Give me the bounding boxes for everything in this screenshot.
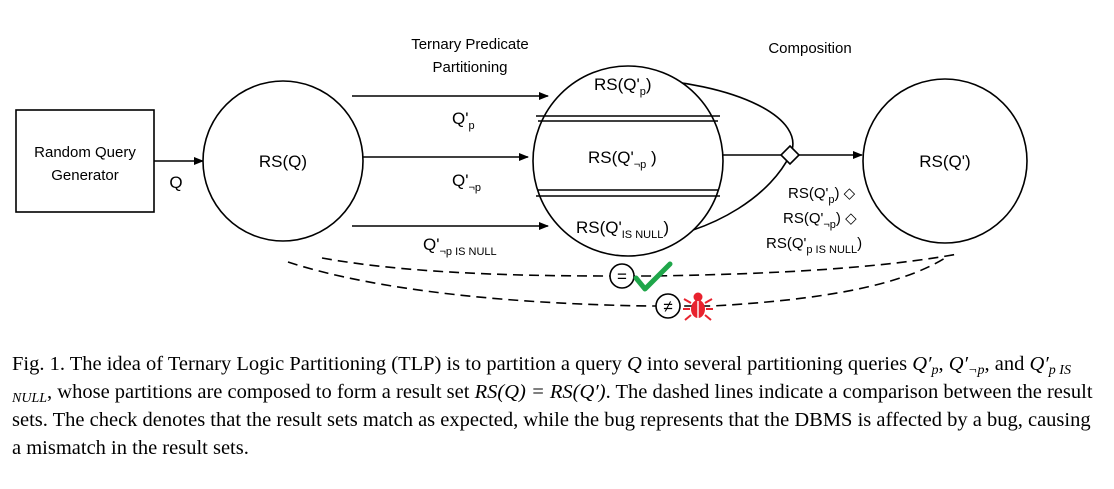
composition-term-null: RS(Q'p IS NULL) [766,235,862,256]
rs-qp-label: RS(Q'p) [594,75,652,98]
notequal-circle [655,293,681,319]
generator-label-line1: Random Query [34,144,136,161]
rs-qnull-label: RS(Q'IS NULL) [576,218,669,241]
composition-label: Composition [768,40,851,57]
q-label: Q [169,173,182,192]
equal-circle [609,263,635,289]
bug-icon [683,292,713,321]
check-icon [633,261,673,292]
partition-circle [532,65,724,257]
comparison-line-notequal [287,257,946,307]
rsq-label: RS(Q) [259,152,307,171]
composition-diamond-icon [779,144,801,166]
qp-label: Q'p [452,109,475,132]
rsq-prime-label: RS(Q') [919,152,970,171]
random-query-generator-box [15,109,155,213]
notequal-symbol: ≠ [663,297,672,316]
partitioning-label-line2: Partitioning [432,59,507,76]
partitioning-label-line1: Ternary Predicate [411,36,529,53]
comparison-line-equal [321,253,959,277]
tlp-diagram: Random Query Generator Q RS(Q) Ternary P… [15,36,1028,321]
equal-symbol: = [617,267,627,286]
generator-label-line2: Generator [51,167,119,184]
qnotp-label: Q'¬p [452,171,481,194]
composition-term-not-p: RS(Q'¬p) ◇ [783,210,857,231]
rs-qnotp-label: RS(Q'¬p ) [588,148,657,171]
rsq-prime-circle [862,78,1028,244]
composition-term-p: RS(Q'p) ◇ [788,185,856,206]
figure-caption: Fig. 1. The idea of Ternary Logic Partit… [12,353,1093,459]
rsq-circle [202,80,364,242]
qnull-label: Q'¬p IS NULL [423,235,497,258]
